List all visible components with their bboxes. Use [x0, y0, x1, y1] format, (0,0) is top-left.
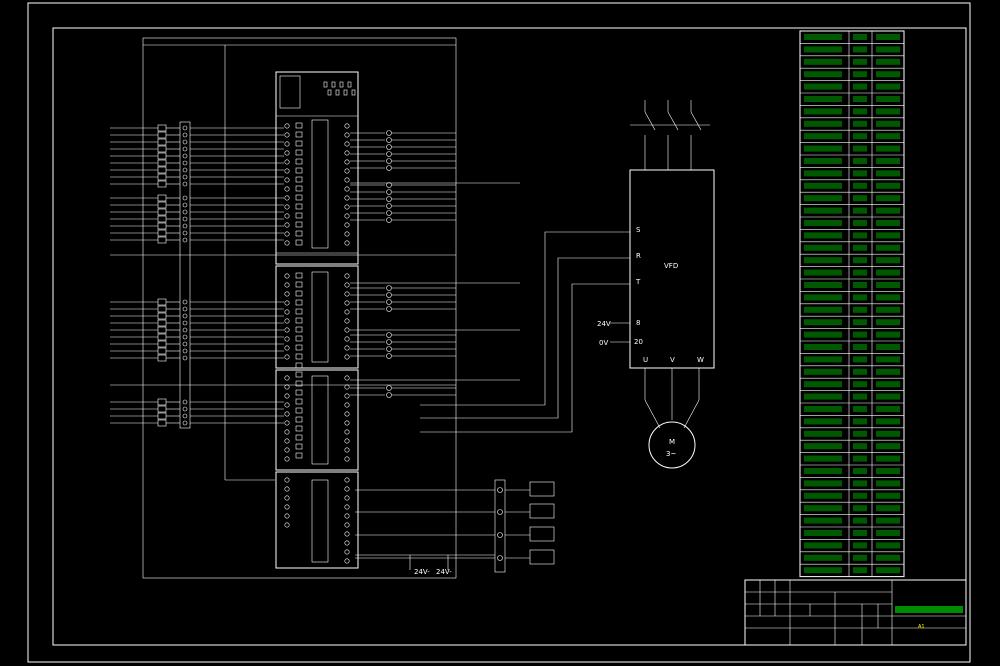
left-input-wiring	[110, 121, 456, 429]
plc-io-module-2	[275, 369, 359, 471]
vfd-terminal-t: T	[635, 278, 641, 286]
output-device-box	[529, 503, 555, 519]
vfd-block: VFD S R T 8 20 U V W	[629, 169, 715, 369]
main-breaker	[630, 100, 710, 170]
motor: M 3~	[644, 368, 700, 469]
right-output-wiring	[350, 130, 520, 398]
supply-labels: 24V- 24V-	[414, 568, 452, 576]
bottom-output-wiring	[355, 479, 555, 573]
vfd-terminal-8: 8	[636, 319, 640, 327]
output-device-box	[529, 481, 555, 497]
motor-label: M	[669, 438, 675, 446]
motor-phase-label: 3~	[666, 450, 676, 458]
plc-io-module-3	[275, 471, 359, 569]
vfd-terminal-w: W	[697, 356, 704, 364]
supply-label-1: 24V-	[414, 568, 430, 576]
inner-frame	[52, 27, 967, 646]
vfd-0v-label: 0V	[599, 339, 608, 347]
vfd-24v-label: 24V	[597, 320, 611, 328]
output-device-box	[529, 549, 555, 565]
plc-bus-frame	[142, 37, 457, 579]
title-block-code: A1	[918, 624, 925, 630]
plc-io-module-1	[275, 265, 359, 369]
vfd-terminal-v: V	[670, 356, 675, 364]
vfd-terminal-20: 20	[634, 338, 643, 346]
output-device-box	[529, 526, 555, 542]
title-block: A1	[744, 579, 967, 646]
io-table	[799, 30, 905, 578]
supply-label-2: 24V-	[436, 568, 452, 576]
plc-cpu-module	[275, 71, 359, 265]
outer-frame	[27, 2, 971, 663]
vfd-terminal-r: R	[636, 252, 641, 260]
vfd-terminal-s: S	[636, 226, 641, 234]
plc-to-vfd-wires	[420, 231, 630, 433]
plc-terminals	[284, 81, 356, 564]
vfd-label: VFD	[664, 262, 678, 270]
vfd-input-labels: 24V 0V	[597, 320, 630, 347]
vfd-terminal-u: U	[643, 356, 648, 364]
